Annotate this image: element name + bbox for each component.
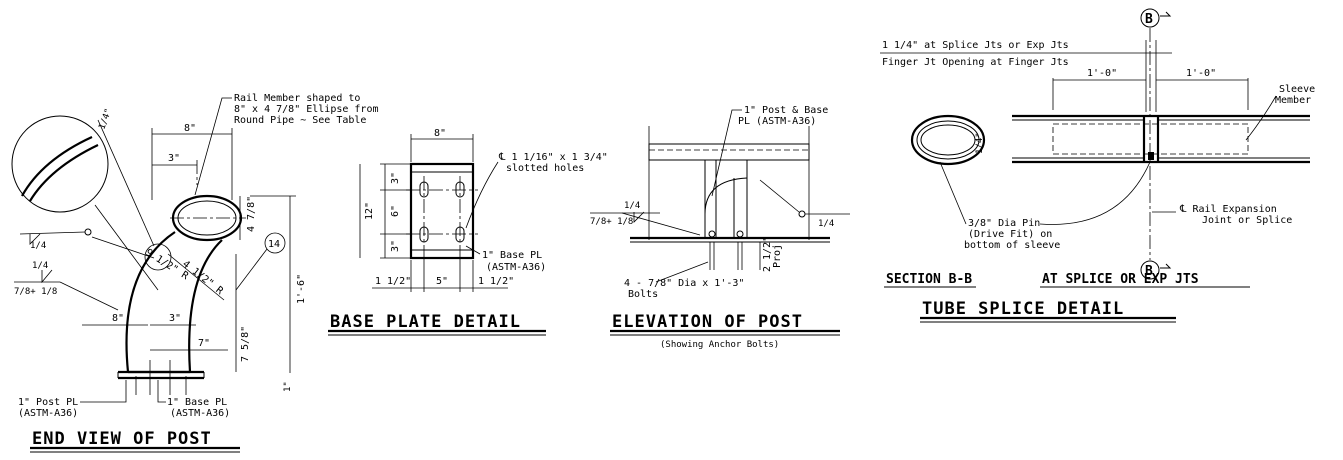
weld-1-4-b: 1/4: [32, 261, 48, 271]
bolts-note-2: Bolts: [628, 289, 658, 300]
dim-3-top: 3": [168, 153, 180, 164]
holes-note-2: slotted holes: [506, 163, 584, 174]
section-marker-top-label: B: [1145, 12, 1153, 27]
callout-14-circle: [264, 232, 286, 254]
post-base-label-2: PL (ASTM-A36): [738, 116, 816, 127]
dim-7-5-8: 7 5/8": [240, 326, 251, 362]
base-pl-label: 1" Base PL: [167, 397, 227, 408]
elevation-weld-1-4-left: 1/4: [624, 201, 640, 211]
post-front-edge: [188, 239, 223, 373]
rail-exp-note-2: Joint or Splice: [1202, 215, 1292, 226]
base-plate-pl-spec: (ASTM-A36): [486, 262, 546, 273]
at-splice-label: AT SPLICE OR EXP JTS: [1042, 272, 1199, 287]
elevation-weld-combo: 7/8+ 1/8: [590, 217, 633, 227]
holes-note-1: ℄ 1 1/16" x 1 3/4": [498, 152, 608, 163]
base-plate-dim-right: 1 1/2": [478, 276, 514, 287]
section-ellipse-inner: [920, 124, 976, 156]
radius-4-1-2: 4 1/2" R: [180, 259, 225, 298]
post-pl-label: 1" Post PL: [18, 397, 78, 408]
post-back-edge: [125, 231, 176, 373]
dim-4-7-8: 4 7/8": [246, 196, 257, 232]
elevation-title: ELEVATION OF POST: [612, 312, 803, 332]
detail-leader-1: [97, 119, 155, 247]
callout-14: 14: [268, 239, 280, 250]
base-plate-detail: 8" 12" 3" 6" 3" 1 1/2" 5" 1 1/2" ℄ 1 1/1…: [328, 128, 608, 336]
rail-member-note-3: Round Pipe ~ See Table: [234, 115, 366, 126]
post-base-label-1: 1" Post & Base: [744, 105, 828, 116]
section-marker-bottom-label: B: [1145, 264, 1153, 279]
detail-quarter-dim: 1/4": [97, 107, 114, 131]
elevation-rail: [648, 143, 810, 161]
base-plate-outline: [409, 162, 475, 260]
tube-splice-title: TUBE SPLICE DETAIL: [922, 299, 1124, 319]
base-plate-height: 12": [364, 202, 375, 220]
pin-note-1: 3/8" Dia Pin: [968, 218, 1040, 229]
proj-dim: 2 1/2": [762, 236, 773, 272]
top-note-2: Finger Jt Opening at Finger Jts: [882, 57, 1069, 68]
base-plate-pl-label: 1" Base PL: [482, 250, 542, 261]
pin-note-2: (Drive Fit) on: [968, 229, 1052, 240]
base-plate-dim-left: 1 1/2": [375, 276, 411, 287]
base-plate-dim-3-bottom: 3": [390, 240, 401, 252]
dim-right-1-0: 1'-0": [1186, 68, 1216, 79]
dim-bottom-8: 8": [112, 313, 124, 324]
dim-bottom-3: 3": [169, 313, 181, 324]
elevation-of-post: 1" Post & Base PL (ASTM-A36) 1/4 7/8+ 1/…: [590, 105, 850, 350]
dim-7: 7": [198, 338, 210, 349]
dim-1-base: 1": [283, 381, 293, 392]
dim-1-6: 1'-6": [296, 274, 307, 304]
elevation-weld-1-4-right: 1/4: [818, 219, 834, 229]
base-plate-dim-3-top: 3": [390, 172, 401, 184]
detail-small-circle: [144, 243, 172, 271]
proj-label: Proj: [772, 244, 783, 268]
base-pl-spec: (ASTM-A36): [170, 408, 230, 419]
section-marker-bottom: [1140, 260, 1160, 280]
detail-magnifier-circle: [11, 115, 109, 213]
drive-pin: [1148, 152, 1154, 160]
radius-9-1-2-leader: [91, 236, 155, 259]
bolts-note-1: 4 - 7/8" Dia x 1'-3": [624, 278, 744, 289]
sleeve-label-2: Member: [1275, 95, 1311, 106]
weld-1-4-a: 1/4: [30, 241, 46, 251]
section-label: SECTION B-B: [886, 272, 972, 287]
dim-top-width: 8": [184, 123, 196, 134]
base-plate-dim-6: 6": [390, 205, 401, 217]
rail-member-note-2: 8" x 4 7/8" Ellipse from: [234, 104, 379, 115]
detail-arc-inner: [29, 144, 99, 202]
detail-arc-outer: [21, 136, 93, 197]
tube-splice-detail: B B 1 1/4" at Splice Jts or Exp Jts Fing…: [880, 8, 1315, 323]
sleeve-member: [1052, 123, 1249, 155]
holes-note-leader: [465, 161, 499, 229]
weld-combo: 7/8+ 1/8: [14, 287, 57, 297]
end-view-title: END VIEW OF POST: [32, 429, 212, 449]
post-pl-spec: (ASTM-A36): [18, 408, 78, 419]
section-marker-top: [1140, 8, 1160, 28]
base-plate-dim-mid: 5": [436, 276, 448, 287]
elevation-subtitle: (Showing Anchor Bolts): [660, 340, 779, 350]
detail-leader-2: [94, 204, 159, 291]
section-ellipse-outer: [910, 114, 986, 166]
section-dim: 1/4": [975, 132, 985, 154]
dim-left-1-0: 1'-0": [1087, 68, 1117, 79]
pin-note-3: bottom of sleeve: [964, 240, 1060, 251]
end-view-of-post: 1/4" Rail Member shaped to 8" x 4 7/8" E…: [11, 93, 379, 453]
rail-member-note-1: Rail Member shaped to: [234, 93, 360, 104]
rail-exp-note-1: ℄ Rail Expansion: [1179, 204, 1277, 215]
top-note-1: 1 1/4" at Splice Jts or Exp Jts: [882, 40, 1069, 51]
sleeve-label-1: Sleeve: [1279, 84, 1315, 95]
rail-note-leader: [194, 97, 232, 196]
base-plate-title: BASE PLATE DETAIL: [330, 312, 521, 332]
base-plate-width: 8": [434, 128, 446, 139]
